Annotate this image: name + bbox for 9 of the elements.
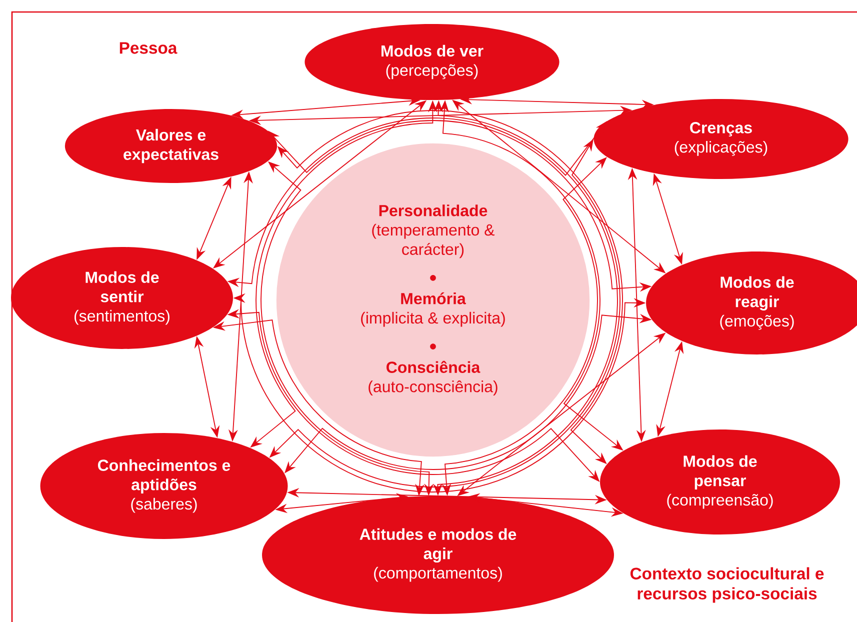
oval-node: Atitudes e modos de agir (comportamentos) [262,496,614,614]
heading-label: Contexto sociocultural e recursos psico-sociais [630,567,824,603]
oval-node: Modos de ver (percepções) [304,24,560,100]
oval-node: Modos de pensar (compreensão) [600,430,840,534]
heading-label: Pessoa [120,42,178,54]
oval-node: Crenças (explicações) [594,99,848,179]
oval-node: Modos de sentir (sentimentos) [11,247,233,349]
oval-node: Conhecimentos e aptidões (saberes) [40,433,288,539]
oval-node: Valores e expectativas [64,109,278,183]
